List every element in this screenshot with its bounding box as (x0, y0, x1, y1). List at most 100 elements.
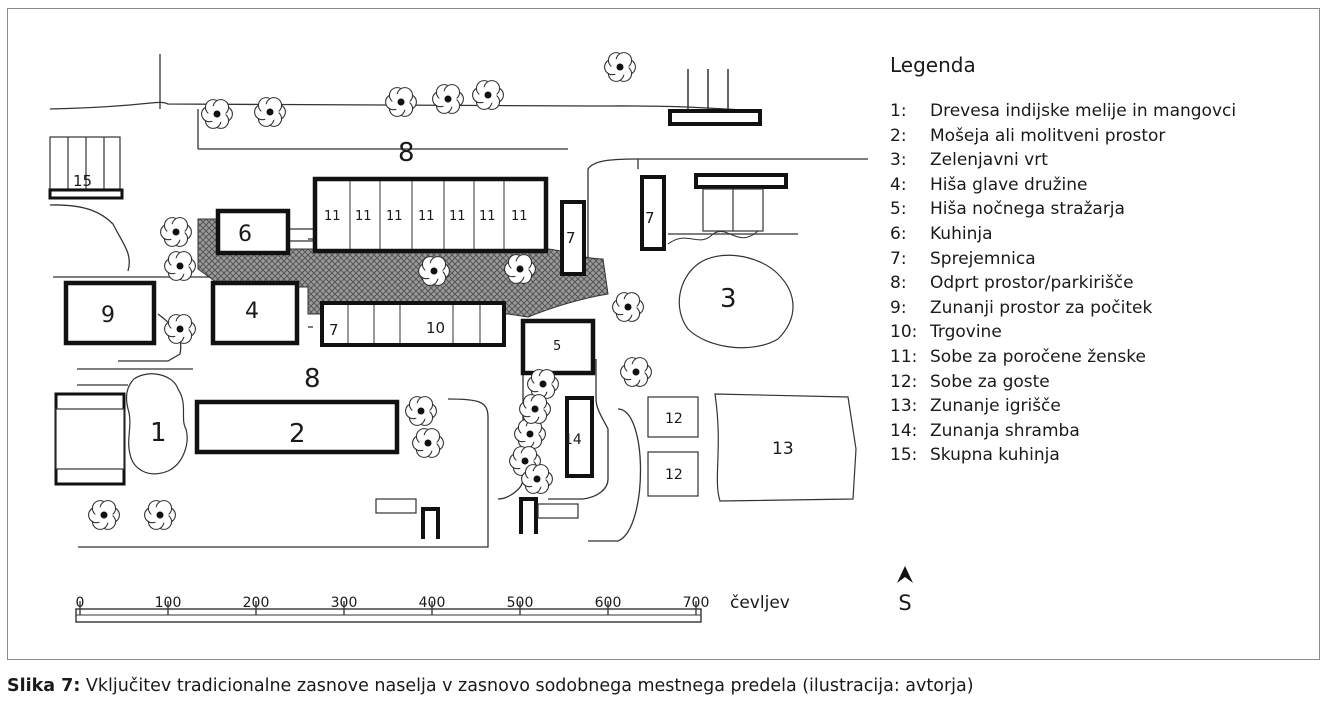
tree-icon (201, 99, 233, 129)
label-11: 11 (511, 209, 528, 224)
tree-icon (514, 419, 546, 449)
building-15: 15 (48, 136, 124, 200)
figure-caption: Slika 7: Vključitev tradicionalne zasnov… (7, 676, 974, 696)
figure-frame: 15 11 11 11 11 11 11 11 6 7 (7, 8, 1320, 660)
legend-item: 2:Mošeja ali molitveni prostor (890, 124, 1310, 149)
legend-item-label: Sprejemnica (930, 248, 1036, 269)
legend-item-number: 11: (890, 346, 918, 367)
tree-icon (612, 292, 644, 322)
bottom-structures (375, 497, 579, 539)
legend-item-label: Zunanja shramba (930, 420, 1080, 441)
building-11: 11 11 11 11 11 11 11 (312, 176, 549, 254)
building-12: 12 12 (647, 396, 699, 497)
legend-item: 1: Drevesa indijske melije in mangovci (890, 99, 1310, 124)
legend-item: 9:Zunanji prostor za počitek (890, 296, 1310, 321)
gravel-path (197, 218, 609, 318)
tree-icon (160, 217, 192, 247)
legend-item: 8: Odprt prostor/parkirišče (890, 271, 1310, 296)
scale-tick-label: 200 (243, 595, 270, 611)
legend-item-label: Zelenjavni vrt (930, 150, 1048, 171)
tree-icon (412, 428, 444, 458)
legend-item-label: Hiša nočnega stražarja (930, 199, 1125, 220)
label-7: 7 (645, 209, 655, 227)
label-4: 4 (245, 299, 259, 324)
tree-icon (144, 500, 176, 530)
legend-item-number: 2: (890, 125, 907, 146)
top-right-structures (667, 69, 788, 245)
tree-icon (604, 52, 636, 82)
label-11: 11 (355, 209, 372, 224)
legend-item-label: Kuhinja (930, 223, 993, 244)
legend-item: 11: Sobe za poročene ženske (890, 345, 1310, 370)
legend-item-label: Hiša glave družine (930, 174, 1088, 195)
legend-item-number: 15: (890, 445, 918, 466)
legend-item-number: 13: (890, 396, 918, 417)
left-building (54, 392, 126, 486)
legend-item-number: 5: (890, 199, 907, 220)
building-7-middle: 7 (560, 200, 586, 276)
tree-icon (620, 357, 652, 387)
label-14: 14 (564, 432, 582, 448)
building-6: 6 (215, 208, 291, 256)
scale-tick-label: 500 (507, 595, 534, 611)
label-12: 12 (665, 467, 683, 483)
tree-icon (88, 500, 120, 530)
label-12: 12 (665, 411, 683, 427)
tree-icon (472, 80, 504, 110)
tree-icon (432, 84, 464, 114)
tree-area-1: 1 (125, 373, 188, 475)
label-5: 5 (553, 339, 561, 354)
scale-tick-label: 0 (76, 595, 85, 611)
tree-icon (164, 314, 196, 344)
label-11: 11 (418, 209, 435, 224)
legend-item-label: Odprt prostor/parkirišče (930, 273, 1134, 294)
legend-item-number: 12: (890, 371, 918, 392)
legend-item-label: Sobe za poročene ženske (930, 346, 1146, 367)
legend-item-number: 1: (890, 101, 907, 121)
label-15: 15 (73, 172, 92, 190)
legend-item-number: 4: (890, 174, 907, 195)
legend: Legenda 1: Drevesa indijske melije in man… (890, 53, 1310, 468)
building-9: 9 (63, 280, 157, 346)
label-10: 10 (426, 319, 445, 337)
legend-item-number: 14: (890, 420, 918, 441)
legend-item-number: 7: (890, 248, 907, 269)
legend-item: 13: Zunanje igrišče (890, 394, 1310, 419)
scale-tick-label: 400 (419, 595, 446, 611)
scale-tick-label: 100 (155, 595, 182, 611)
scale-unit: čevljev (730, 593, 790, 613)
legend-item: 5: Hiša nočnega stražarja (890, 197, 1310, 222)
caption-text: Vključitev tradicionalne zasnove naselja… (80, 676, 974, 696)
label-13: 13 (772, 439, 794, 459)
legend-item: 7: Sprejemnica (890, 247, 1310, 272)
tree-icon (254, 97, 286, 127)
compass: S (892, 565, 918, 615)
legend-title: Legenda (890, 53, 976, 77)
legend-list: 1: Drevesa indijske melije in mangovci 2:M… (890, 99, 1310, 468)
caption-prefix: Slika 7: (7, 676, 81, 696)
label-11: 11 (324, 209, 341, 224)
label-11: 11 (479, 209, 496, 224)
legend-item-label: Sobe za goste (930, 371, 1050, 392)
site-plan: 15 11 11 11 11 11 11 11 6 7 (48, 52, 868, 623)
label-2: 2 (289, 419, 306, 449)
garden-3: 3 (678, 254, 794, 349)
legend-item-label: Drevesa indijske melije in mangovci (930, 101, 1237, 121)
building-5: 5 (520, 318, 596, 376)
legend-item: 10: Trgovine (890, 320, 1310, 345)
building-4: 4 (210, 280, 300, 346)
building-10: 7 10 (320, 301, 506, 347)
legend-item-number: 10: (890, 322, 918, 343)
legend-item-number: 8: (890, 273, 907, 294)
legend-item-number: 3: (890, 150, 907, 171)
label-8-bottom: 8 (304, 364, 321, 394)
label-11: 11 (386, 209, 403, 224)
legend-item-label: Zunanji prostor za počitek (930, 297, 1153, 318)
legend-item: 15:Skupna kuhinja (890, 443, 1310, 468)
legend-item-label: Trgovine (930, 322, 1002, 343)
label-8-top: 8 (398, 138, 415, 168)
label-3: 3 (720, 284, 737, 314)
label-7: 7 (329, 321, 339, 339)
tree-icon (521, 464, 553, 494)
legend-item-label: Zunanje igrišče (930, 396, 1061, 417)
